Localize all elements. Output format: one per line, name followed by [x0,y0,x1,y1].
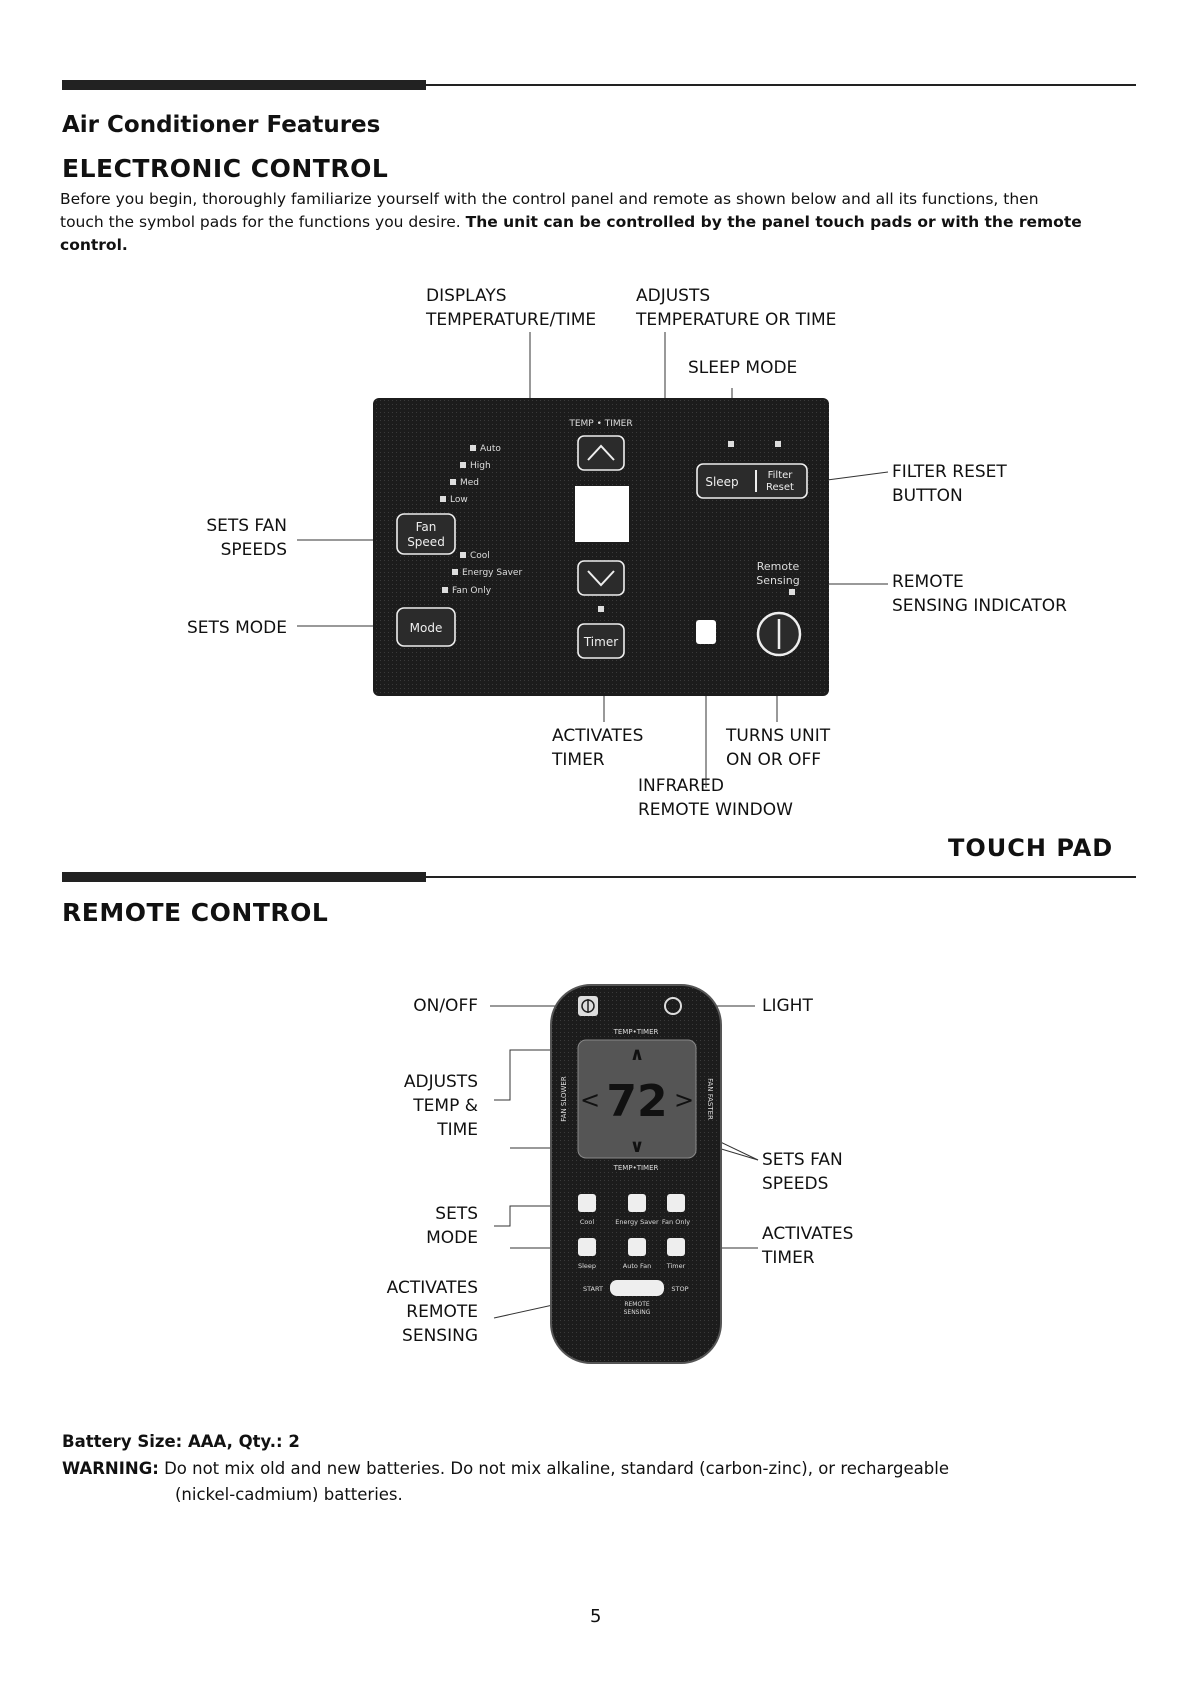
callout-sets-mode: SETS MODE [187,618,287,638]
touch-pad-diagram: Auto High Med Low Fan Speed Cool Energy … [297,332,889,788]
svg-text:Auto Fan: Auto Fan [623,1262,651,1270]
intro-line-1: Before you begin, thoroughly familiarize… [60,190,1039,208]
panel-temp-timer-label: TEMP • TIMER [568,419,632,429]
remote-fan-slower-label: FAN SLOWER [560,1076,568,1122]
remote-light-button[interactable] [664,997,682,1015]
remote-temp-down-icon[interactable]: ∨ [630,1136,645,1157]
svg-text:Energy Saver: Energy Saver [615,1218,659,1226]
remote-sensing-indicator [789,589,795,595]
remote-control-title: REMOTE CONTROL [62,898,329,927]
remote-callout-light: LIGHT [762,996,813,1016]
svg-text:Fan: Fan [416,520,437,534]
remote-temp-timer-bottom: TEMP•TIMER [613,1164,659,1172]
timer-button[interactable]: Timer [577,623,625,659]
warning-text-1: Do not mix old and new batteries. Do not… [158,1459,949,1478]
panel-display [575,486,629,542]
svg-text:Cool: Cool [580,1218,594,1226]
svg-text:Speed: Speed [407,535,445,549]
electronic-control-title: ELECTRONIC CONTROL [62,154,389,183]
warning-text-2: (nickel-cadmium) batteries. [175,1485,403,1504]
svg-text:Timer: Timer [666,1262,686,1270]
remote-start-label: START [583,1285,603,1293]
fan-level-high: High [470,461,491,471]
fan-speed-button[interactable]: Fan Speed [396,513,456,555]
mid-rule-thick [62,872,426,882]
remote-display-frame [577,1039,697,1159]
mode-energy-saver: Energy Saver [462,568,522,578]
battery-info: Battery Size: AAA, Qty.: 2 [62,1432,300,1451]
remote-callout-on-off: ON/OFF [413,996,478,1016]
remote-power-button[interactable] [578,996,598,1016]
warning-block: WARNING: Do not mix old and new batterie… [62,1456,1142,1508]
top-rule-thick [62,80,426,90]
sleep-filter-button[interactable]: Sleep Filter Reset [696,463,808,499]
mid-rule-thin [426,876,1136,878]
infrared-window [696,620,716,644]
timer-indicator [598,606,604,612]
features-title: Air Conditioner Features [62,112,381,138]
mode-fan-only: Fan Only [452,586,492,596]
svg-text:Fan Only: Fan Only [662,1218,690,1226]
remote-display-value: 72 [606,1076,667,1127]
power-button[interactable] [756,611,802,657]
touch-pad-title: TOUCH PAD [948,834,1114,862]
remote-control-diagram: TEMP•TIMER ∧ < 72 > ∨ FAN SLOWER FAN FAS… [490,984,759,1364]
remote-sensing-label-1: REMOTE [624,1301,650,1308]
remote-auto-fan-button[interactable]: Auto Fan [623,1238,651,1270]
mode-cool: Cool [470,551,490,561]
remote-timer-button[interactable]: Timer [666,1238,686,1270]
fan-level-med: Med [460,478,479,488]
top-rule-thin [426,84,1136,86]
remote-cool-button[interactable]: Cool [578,1194,596,1226]
sleep-indicator [728,441,734,447]
temp-up-button[interactable] [577,435,625,471]
intro-line-2: touch the symbol pads for the functions … [60,213,1082,254]
remote-fan-only-button[interactable]: Fan Only [662,1194,690,1226]
remote-fan-faster-icon[interactable]: > [674,1086,694,1114]
panel-sensing-label: Sensing [756,574,799,587]
sleep-button-label: Sleep [705,475,738,489]
remote-sensing-button[interactable] [610,1280,664,1296]
svg-text:Sleep: Sleep [578,1262,596,1270]
fan-level-auto: Auto [480,444,501,454]
callout-sleep-mode: SLEEP MODE [688,358,798,378]
intro-bold-note: The unit can be controlled by the panel … [60,213,1082,254]
remote-fan-faster-label: FAN FASTER [706,1078,714,1120]
remote-stop-label: STOP [671,1285,688,1293]
temp-down-button[interactable] [577,560,625,596]
remote-sleep-button[interactable]: Sleep [578,1238,596,1270]
svg-text:Filter: Filter [768,470,794,481]
remote-temp-timer-top: TEMP•TIMER [613,1028,659,1036]
svg-text:Mode: Mode [410,621,443,635]
warning-label: WARNING: [62,1459,159,1478]
remote-energy-saver-button[interactable]: Energy Saver [615,1194,659,1226]
svg-text:Reset: Reset [766,482,794,493]
svg-text:Timer: Timer [583,635,618,649]
remote-sensing-label-2: SENSING [624,1309,651,1316]
filter-indicator [775,441,781,447]
remote-fan-slower-icon[interactable]: < [580,1086,600,1114]
intro-text: Before you begin, thoroughly familiarize… [60,188,1140,257]
page-number: 5 [590,1606,602,1627]
remote-temp-up-icon[interactable]: ∧ [630,1044,645,1065]
mode-button[interactable]: Mode [396,607,456,647]
fan-level-low: Low [450,495,468,505]
panel-remote-label: Remote [757,560,800,573]
